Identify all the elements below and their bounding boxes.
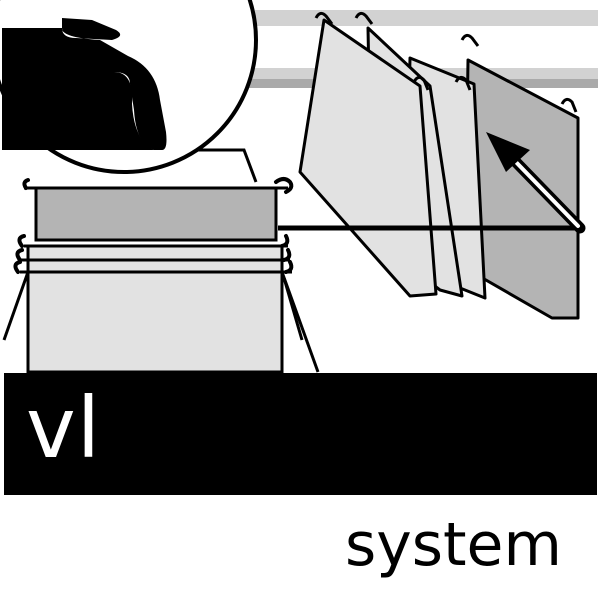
stack-hooks [13,177,294,274]
hanging-folder-icon [2,148,320,374]
brand-band [4,373,597,495]
direction-arrow-icon [486,132,586,234]
brand-code-label: vl [26,379,102,477]
brand-word-label: system [345,510,562,580]
hanging-folders-fan [298,18,580,320]
hook-detail-magnifier [0,0,258,174]
hook-detail-icon [2,18,167,150]
folder-hooks [314,11,578,113]
